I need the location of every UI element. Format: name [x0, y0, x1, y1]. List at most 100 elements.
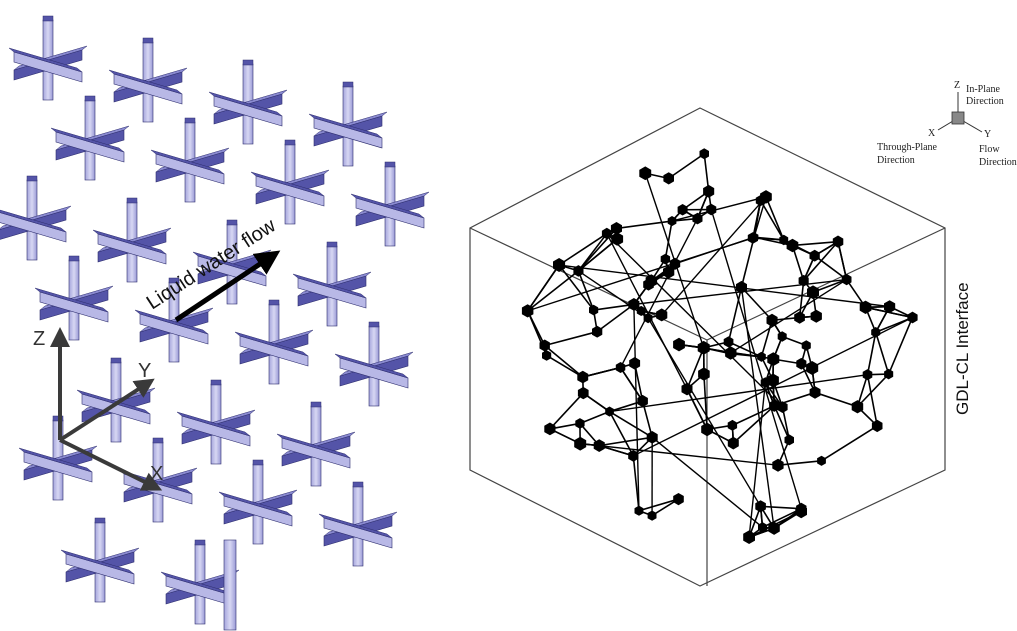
- network-throat: [815, 392, 857, 406]
- in-plane-label-1: In-Plane: [966, 84, 1000, 95]
- lattice-junction: [335, 322, 413, 406]
- network-pore: [605, 407, 614, 417]
- network-pore: [810, 386, 821, 399]
- network-pore: [796, 358, 806, 370]
- network-throat: [766, 197, 784, 240]
- network-throat: [729, 287, 742, 342]
- flow-direction-label-2: Direction: [979, 157, 1017, 168]
- gdl-cl-interface-label: GDL-CL Interface: [953, 282, 972, 415]
- network-throat: [733, 406, 774, 443]
- network-pore: [592, 326, 602, 338]
- lattice-junction: [0, 176, 71, 260]
- lattice-junction: [219, 460, 297, 544]
- lattice-junction: [177, 380, 255, 464]
- lattice-junction: [235, 300, 313, 384]
- lattice-bottom-post: [224, 540, 236, 630]
- lattice-structure: [0, 16, 429, 630]
- network-pore: [772, 459, 783, 472]
- network-throat: [528, 271, 579, 311]
- lattice-junction: [209, 60, 287, 144]
- network-throat: [687, 348, 704, 389]
- network-throat: [741, 237, 754, 287]
- network-throat: [578, 234, 606, 271]
- lattice-junction: [293, 242, 371, 326]
- network-pore: [767, 352, 779, 366]
- network-throat: [545, 332, 597, 346]
- network-pore: [706, 204, 716, 216]
- network-pore: [673, 338, 685, 352]
- network-throat: [578, 239, 617, 271]
- network-pore: [863, 369, 873, 380]
- network-pore: [755, 500, 766, 512]
- through-plane-label-1: Through-Plane: [877, 142, 938, 153]
- flow-direction-label-1: Flow: [979, 144, 1000, 155]
- network-throat: [778, 461, 822, 465]
- triad-y-label: Y: [984, 129, 991, 140]
- network-pore: [811, 310, 822, 323]
- triad-z-label: Z: [954, 80, 960, 91]
- network-pore: [810, 250, 820, 262]
- network-pore: [806, 361, 818, 375]
- network-throat: [665, 221, 672, 259]
- network-throat: [580, 444, 778, 466]
- in-plane-label-2: Direction: [966, 96, 1004, 107]
- triad-x-label: X: [928, 128, 936, 139]
- network-throat: [559, 265, 890, 307]
- network-pore: [700, 148, 710, 159]
- network-throat: [741, 287, 772, 320]
- triad-cube-icon: [952, 112, 964, 124]
- through-plane-label-2: Direction: [877, 155, 915, 166]
- network-pore: [635, 506, 644, 516]
- lattice-junction: [151, 118, 229, 202]
- network-pore: [629, 357, 640, 370]
- network-pore: [639, 166, 651, 180]
- network-nodes: [522, 148, 918, 544]
- network-pore: [692, 213, 702, 225]
- lattice-junction: [309, 82, 387, 166]
- network-pore: [743, 530, 755, 544]
- network-throat: [732, 406, 774, 426]
- network-throat: [761, 201, 784, 240]
- network-throat: [528, 311, 545, 346]
- network-pore: [663, 172, 674, 184]
- network-throat: [547, 355, 583, 377]
- network-throat: [761, 506, 802, 508]
- network-pore: [542, 350, 551, 361]
- network-pore: [817, 456, 826, 466]
- network-edges: [528, 154, 913, 537]
- network-throat: [639, 499, 679, 511]
- network-pore: [698, 341, 710, 355]
- network-throat: [559, 234, 607, 265]
- left-axis-z-label: Z: [33, 328, 45, 350]
- network-pore: [611, 232, 623, 246]
- network-pore: [871, 327, 880, 338]
- network-pore: [724, 336, 734, 347]
- lattice-junction: [351, 162, 429, 246]
- network-throat: [876, 332, 889, 374]
- network-pore: [728, 420, 737, 431]
- lattice-junction: [51, 96, 129, 180]
- network-pore: [802, 340, 811, 351]
- network-throat: [610, 375, 868, 412]
- lattice-junction: [61, 518, 139, 602]
- left-axis-x-label: X: [150, 463, 163, 485]
- network-throat: [687, 389, 707, 429]
- network-throat: [528, 265, 559, 311]
- lattice-junction: [251, 140, 329, 224]
- lattice-junction: [93, 198, 171, 282]
- lattice-junction: [277, 402, 355, 486]
- network-throat: [545, 345, 583, 377]
- network-pore: [794, 311, 805, 323]
- lattice-junction: [9, 16, 87, 100]
- lattice-junction: [319, 482, 397, 566]
- network-throat: [822, 426, 878, 461]
- network-pore: [785, 434, 795, 445]
- network-pore: [787, 239, 799, 253]
- network-throat: [669, 154, 705, 179]
- lattice-junction: [35, 256, 113, 340]
- left-axis-y-label: Y: [138, 360, 151, 382]
- network-pore: [757, 352, 766, 362]
- network-pore: [648, 511, 657, 521]
- network-pore: [574, 437, 586, 451]
